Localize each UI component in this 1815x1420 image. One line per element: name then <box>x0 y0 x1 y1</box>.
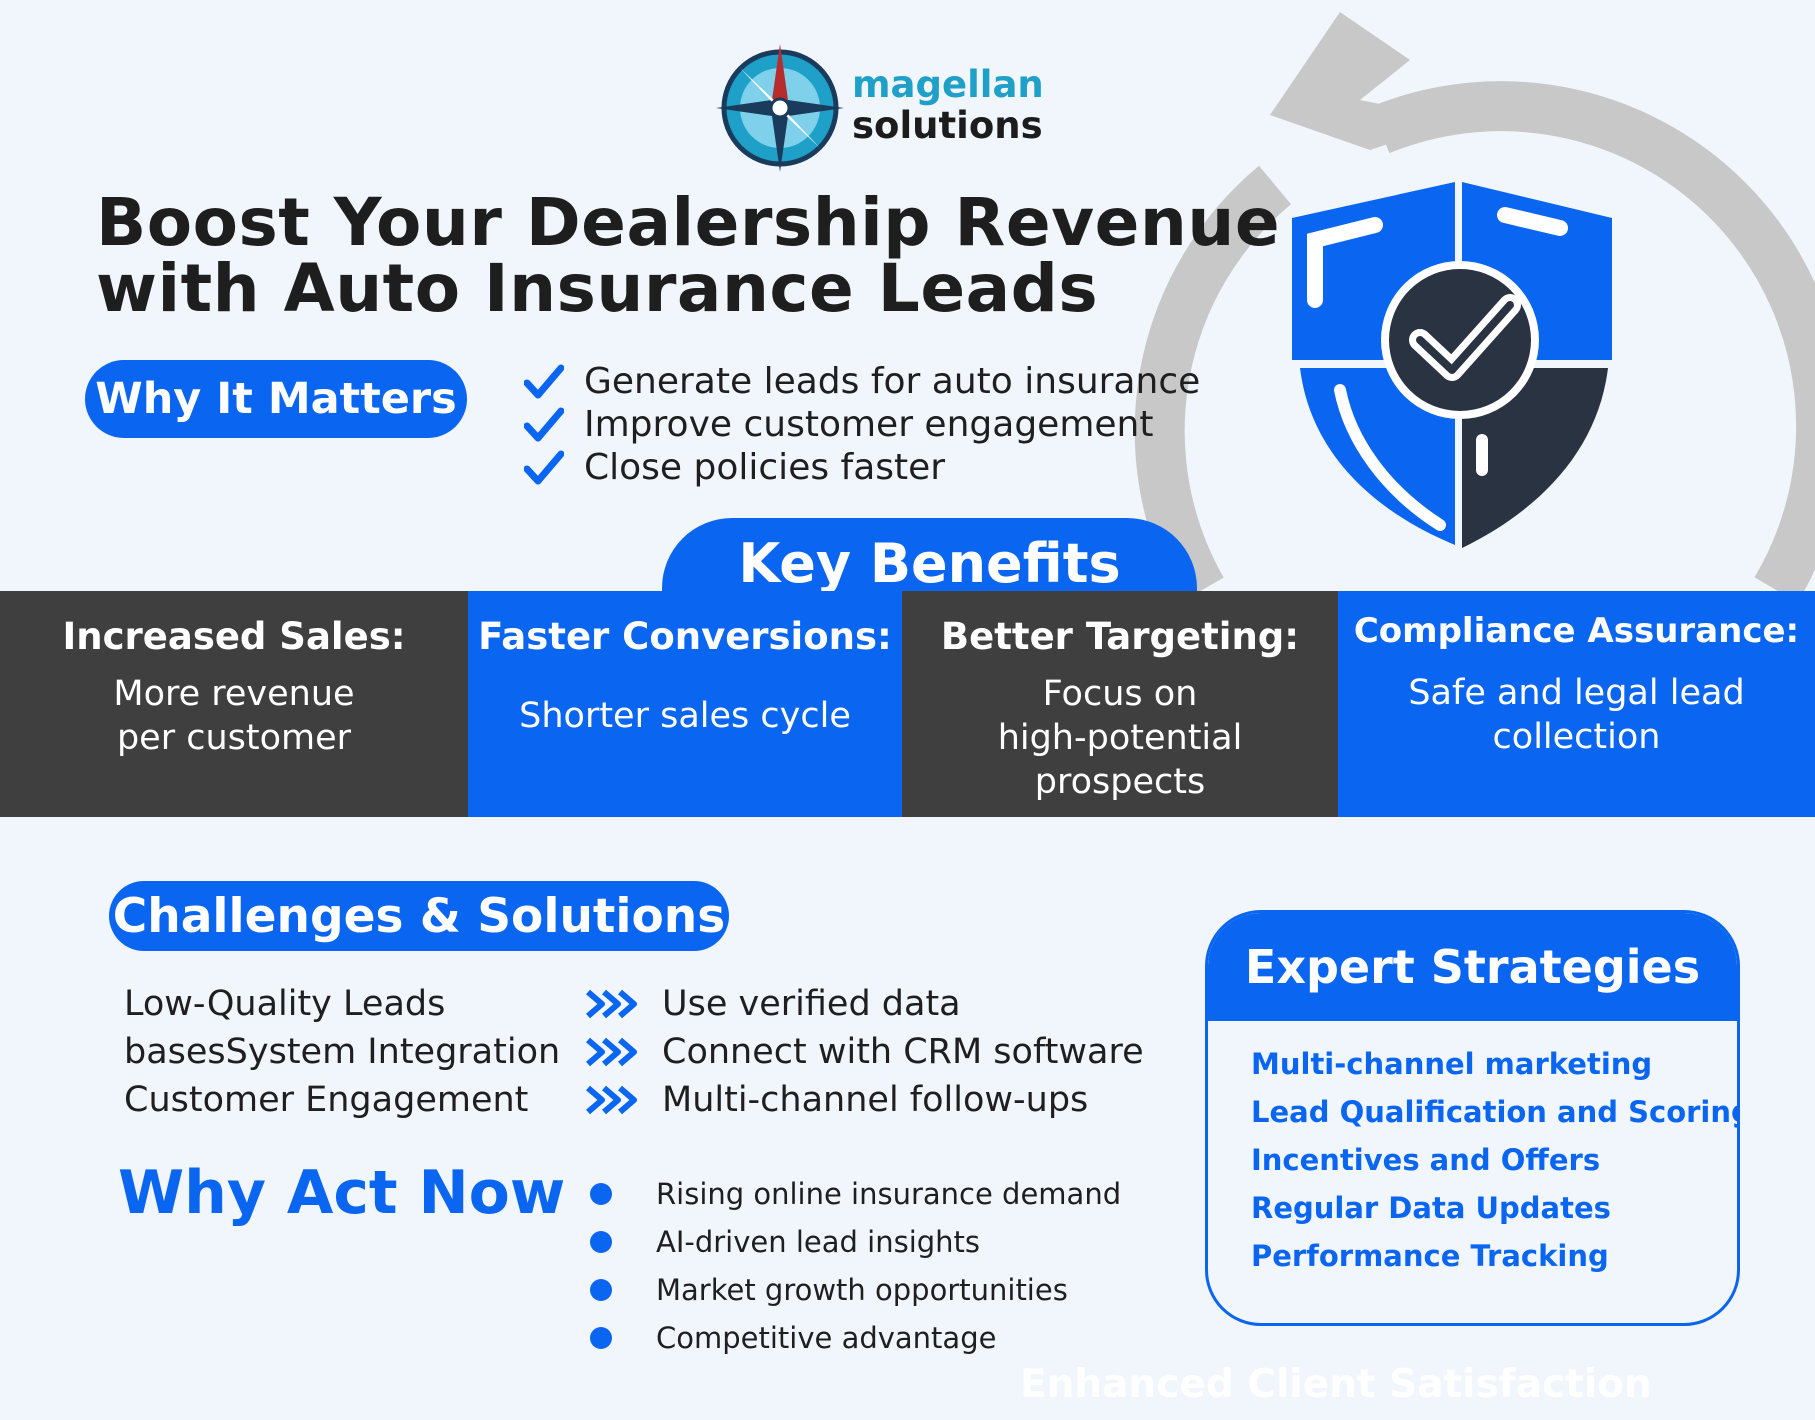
challenge-item: basesSystem Integration <box>124 1032 561 1072</box>
benefit-body: Shorter sales cycle <box>519 694 851 738</box>
list-item-text: Generate leads for auto insurance <box>584 361 1201 402</box>
benefit-body: More revenue per customer <box>113 672 354 760</box>
title-line-2: with Auto Insurance Leads <box>96 250 1099 327</box>
benefit-body-line: prospects <box>1034 762 1206 802</box>
refresh-arrow-icon <box>1134 12 1815 600</box>
chevrons-right-icon <box>586 989 637 1019</box>
expert-strategies-list: Multi-channel marketing Lead Qualificati… <box>1208 1021 1737 1287</box>
benefit-body: Safe and legal lead collection <box>1408 671 1744 759</box>
benefit-heading: Better Targeting: <box>940 615 1300 658</box>
benefit-body-line: More revenue <box>113 674 355 714</box>
shield-check-icon <box>1134 12 1815 600</box>
strategy-item: Incentives and Offers <box>1251 1143 1601 1177</box>
strategy-item: Lead Qualification and Scoring <box>1251 1095 1740 1129</box>
benefit-body-line: Safe and legal lead <box>1408 673 1745 713</box>
compass-icon <box>716 44 844 172</box>
benefit-heading: Faster Conversions: <box>478 615 892 658</box>
key-benefits-label: Key Benefits <box>738 532 1121 595</box>
challenges-list: Low-Quality Leads basesSystem Integratio… <box>124 980 560 1124</box>
list-item: Market growth opportunities <box>590 1266 1121 1314</box>
benefit-body-line: Shorter sales cycle <box>519 696 851 736</box>
why-it-matters-list: Generate leads for auto insurance Improv… <box>524 360 1200 489</box>
brand-name-line1: magellan <box>852 63 1044 106</box>
list-item-text: Close policies faster <box>584 447 946 488</box>
bullet-icon <box>590 1327 612 1349</box>
list-item-text: AI-driven lead insights <box>656 1225 981 1259</box>
benefit-card-increased-sales: Increased Sales: More revenue per custom… <box>0 591 468 817</box>
benefit-heading: Increased Sales: <box>62 615 406 658</box>
challenges-solutions-badge: Challenges & Solutions <box>109 881 729 951</box>
strategy-item: Performance Tracking <box>1251 1239 1609 1273</box>
list-item-text: Market growth opportunities <box>656 1273 1068 1307</box>
chevrons-right-icon <box>586 1037 637 1067</box>
check-icon <box>524 407 564 441</box>
strategy-item: Multi-channel marketing <box>1251 1047 1653 1081</box>
logo: magellan solutions <box>716 44 1044 174</box>
bullet-icon <box>590 1183 612 1205</box>
solution-text: Multi-channel follow-ups <box>662 1080 1089 1120</box>
page-title: Boost Your Dealership Revenue with Auto … <box>96 190 1280 322</box>
solution-item: Use verified data <box>584 980 1144 1028</box>
strategy-item: Regular Data Updates <box>1251 1191 1611 1225</box>
chevrons-right-icon <box>586 1085 637 1115</box>
challenge-item: Customer Engagement <box>124 1080 529 1120</box>
list-item: AI-driven lead insights <box>590 1218 1121 1266</box>
key-benefits-band: Increased Sales: More revenue per custom… <box>0 591 1815 817</box>
bullet-icon <box>590 1231 612 1253</box>
list-item: Improve customer engagement <box>524 403 1200 446</box>
solution-item: Multi-channel follow-ups <box>584 1076 1144 1124</box>
solution-text: Connect with CRM software <box>662 1032 1144 1072</box>
check-icon <box>524 450 564 484</box>
benefit-card-compliance-assurance: Compliance Assurance: Safe and legal lea… <box>1338 591 1815 817</box>
expert-strategies-card: Expert Strategies Multi-channel marketin… <box>1205 910 1740 1326</box>
benefit-card-faster-conversions: Faster Conversions: Shorter sales cycle <box>468 591 902 817</box>
solution-text: Use verified data <box>662 984 961 1024</box>
benefit-body-line: per customer <box>116 718 352 758</box>
list-item: Generate leads for auto insurance <box>524 360 1200 403</box>
expert-strategies-heading: Expert Strategies <box>1208 913 1737 1021</box>
footer-ghost-text: Enhanced Client Satisfaction <box>1020 1362 1652 1407</box>
benefit-body-line: Focus on <box>1042 674 1198 714</box>
why-act-now-heading: Why Act Now <box>118 1158 566 1228</box>
check-icon <box>524 364 564 398</box>
why-it-matters-badge: Why It Matters <box>85 360 467 438</box>
bullet-icon <box>590 1279 612 1301</box>
list-item-text: Competitive advantage <box>656 1321 997 1355</box>
benefit-body-line: high-potential <box>997 718 1243 758</box>
list-item: Competitive advantage <box>590 1314 1121 1362</box>
benefit-heading: Compliance Assurance: <box>1353 611 1800 651</box>
list-item-text: Rising online insurance demand <box>656 1177 1122 1211</box>
list-item: Rising online insurance demand <box>590 1170 1121 1218</box>
solutions-list: Use verified data Connect with CRM softw… <box>584 980 1144 1124</box>
brand-name-line2: solutions <box>852 104 1043 147</box>
benefit-body: Focus on high-potential prospects <box>998 672 1243 804</box>
challenge-item: Low-Quality Leads <box>124 984 446 1024</box>
list-item-text: Improve customer engagement <box>584 404 1154 445</box>
title-line-1: Boost Your Dealership Revenue <box>96 184 1281 261</box>
why-act-now-list: Rising online insurance demand AI-driven… <box>590 1170 1121 1362</box>
solution-item: Connect with CRM software <box>584 1028 1144 1076</box>
list-item: Close policies faster <box>524 446 1200 489</box>
benefit-body-line: collection <box>1492 717 1661 757</box>
benefit-card-better-targeting: Better Targeting: Focus on high-potentia… <box>902 591 1338 817</box>
